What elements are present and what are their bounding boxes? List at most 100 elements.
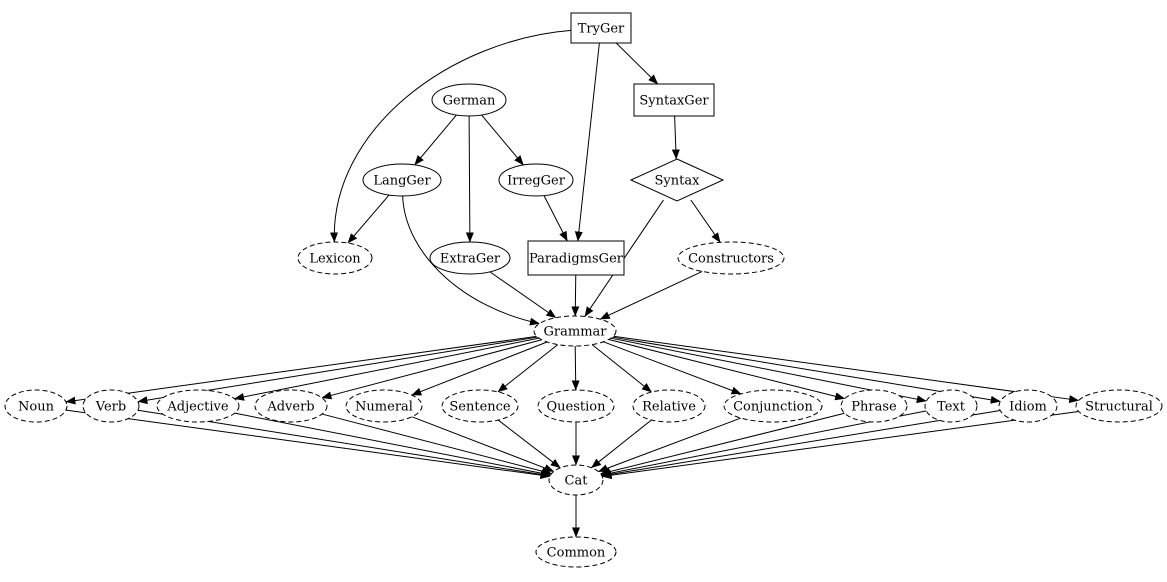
node-shape-Grammar: [533, 315, 617, 347]
node-shape-LangGer: [362, 163, 442, 197]
edge-German-IrregGer: [481, 114, 524, 166]
node-TryGer: TryGer: [570, 12, 632, 44]
node-Common: Common: [535, 536, 617, 568]
node-shape-Question: [537, 389, 615, 423]
node-label-Structural: Structural: [1085, 400, 1153, 415]
edge-TryGer-ParadigmsGer: [574, 42, 600, 242]
node-IrregGer: IrregGer: [498, 163, 574, 197]
node-LangGer: LangGer: [362, 163, 442, 197]
edge-Idiom-Cat: [601, 410, 1001, 479]
node-label-Phrase: Phrase: [851, 400, 897, 415]
node-shape-TryGer: [570, 12, 632, 44]
node-Relative: Relative: [632, 389, 706, 423]
node-label-TryGer: TryGer: [578, 22, 625, 37]
node-label-Common: Common: [547, 546, 606, 561]
node-shape-Constructors: [677, 241, 785, 275]
node-SyntaxGer: SyntaxGer: [633, 83, 715, 117]
node-shape-Idiom: [998, 389, 1058, 423]
edge-Grammar-Relative: [591, 344, 652, 393]
edge-Noun-Cat: [65, 409, 551, 480]
edge-IrregGer-ParadigmsGer: [543, 195, 568, 242]
node-ExtraGer: ExtraGer: [429, 241, 511, 275]
edge-Grammar-Numeral: [411, 341, 548, 396]
node-label-Adverb: Adverb: [266, 400, 314, 415]
node-shape-Common: [535, 536, 617, 568]
edge-ExtraGer-Grammar: [489, 271, 557, 319]
node-Numeral: Numeral: [345, 389, 423, 423]
node-Syntax: Syntax: [629, 158, 725, 202]
node-shape-Relative: [632, 389, 706, 423]
node-Phrase: Phrase: [840, 389, 908, 423]
edge-Constructors-Grammar: [599, 270, 703, 320]
node-label-Grammar: Grammar: [544, 325, 608, 340]
edge-Grammar-Structural: [613, 335, 1080, 404]
node-label-Verb: Verb: [95, 400, 126, 415]
node-shape-Structural: [1075, 389, 1163, 423]
node-label-German: German: [443, 94, 496, 109]
node-label-Adjective: Adjective: [166, 400, 228, 415]
node-Conjunction: Conjunction: [723, 389, 823, 423]
node-shape-Syntax: [629, 158, 725, 202]
node-shape-IrregGer: [498, 163, 574, 197]
edge-Numeral-Cat: [411, 416, 555, 472]
node-German: German: [431, 83, 507, 117]
edge-Structural-Cat: [601, 411, 1079, 480]
node-shape-Noun: [4, 389, 68, 423]
node-Sentence: Sentence: [441, 389, 519, 423]
node-shape-Verb: [82, 389, 140, 423]
node-label-Sentence: Sentence: [449, 400, 511, 415]
edge-Phrase-Cat: [600, 412, 845, 476]
edge-Grammar-Conjunction: [603, 341, 742, 395]
node-Idiom: Idiom: [998, 389, 1058, 423]
node-shape-Adverb: [254, 389, 328, 423]
node-shape-Conjunction: [723, 389, 823, 423]
node-shape-German: [431, 83, 507, 117]
node-shape-Lexicon: [297, 241, 373, 275]
node-label-Question: Question: [547, 400, 607, 415]
node-Grammar: Grammar: [533, 315, 617, 347]
edge-LangGer-Grammar: [402, 195, 540, 326]
node-shape-Phrase: [840, 389, 908, 423]
node-label-ExtraGer: ExtraGer: [440, 252, 501, 267]
edge-SyntaxGer-Syntax: [671, 115, 680, 160]
edge-Grammar-Sentence: [497, 344, 559, 393]
edge-Grammar-Question: [571, 345, 580, 391]
node-shape-ExtraGer: [429, 241, 511, 275]
edge-German-ExtraGer: [465, 115, 474, 243]
edge-Conjunction-Cat: [597, 417, 742, 473]
node-label-Syntax: Syntax: [655, 174, 701, 189]
node-label-Idiom: Idiom: [1009, 400, 1047, 415]
node-Adjective: Adjective: [156, 389, 240, 423]
node-shape-SyntaxGer: [633, 83, 715, 117]
node-ParadigmsGer: ParadigmsGer: [527, 240, 625, 276]
node-Lexicon: Lexicon: [297, 241, 373, 275]
node-Adverb: Adverb: [254, 389, 328, 423]
edge-TryGer-SyntaxGer: [615, 42, 659, 85]
node-label-Cat: Cat: [565, 474, 589, 489]
edge-Adjective-Cat: [234, 412, 552, 478]
node-label-ParadigmsGer: ParadigmsGer: [529, 252, 624, 267]
node-label-IrregGer: IrregGer: [507, 174, 566, 189]
edge-Grammar-Adverb: [321, 339, 542, 400]
node-label-Conjunction: Conjunction: [733, 400, 813, 415]
edge-LangGer-Lexicon: [347, 194, 390, 244]
node-label-Constructors: Constructors: [688, 252, 774, 267]
edge-Grammar-Idiom: [612, 336, 1001, 404]
edge-German-LangGer: [414, 114, 457, 166]
edge-TryGer-Lexicon: [330, 29, 572, 243]
node-label-SyntaxGer: SyntaxGer: [639, 94, 709, 109]
node-label-Noun: Noun: [18, 400, 55, 415]
node-Verb: Verb: [82, 389, 140, 423]
node-label-Relative: Relative: [642, 400, 696, 415]
edge-Sentence-Cat: [497, 419, 561, 469]
edge-Syntax-Constructors: [690, 199, 721, 243]
node-Text: Text: [924, 389, 978, 423]
node-shape-ParadigmsGer: [527, 240, 625, 276]
node-Structural: Structural: [1075, 389, 1163, 423]
node-Question: Question: [537, 389, 615, 423]
node-label-Numeral: Numeral: [355, 400, 413, 415]
node-Cat: Cat: [548, 464, 604, 496]
node-label-LangGer: LangGer: [373, 174, 431, 189]
node-label-Text: Text: [937, 400, 966, 415]
